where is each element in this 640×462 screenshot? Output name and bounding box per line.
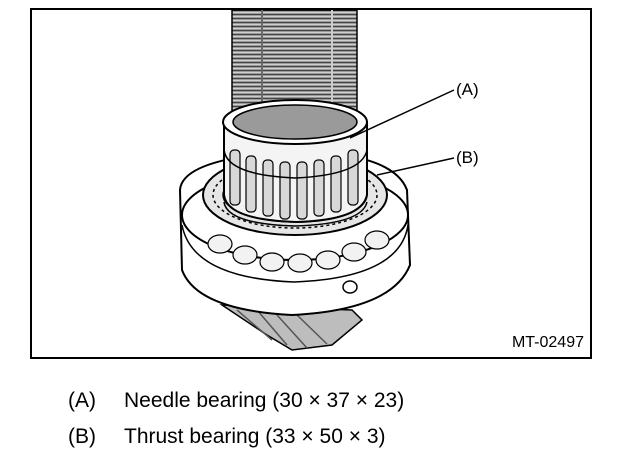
legend-text: Needle bearing (30 × 37 × 23)	[124, 389, 405, 412]
legend-text: Thrust bearing (33 × 50 × 3)	[124, 425, 386, 448]
gear-teeth	[219, 304, 364, 351]
callout-b: (B)	[456, 148, 479, 167]
needle-bearing	[222, 99, 368, 227]
bearing-illustration	[178, 10, 455, 351]
leader-line-a	[349, 89, 455, 139]
figure-id: MT-02497	[511, 334, 584, 351]
legend-key: (B)	[68, 425, 96, 448]
leader-line-b	[376, 157, 455, 176]
callout-a: (A)	[456, 80, 479, 99]
legend-item: (A) Needle bearing (30 × 37 × 23)	[68, 389, 404, 413]
figure-frame: (A) (B) MT-02497	[30, 8, 592, 359]
legend-key: (A)	[68, 389, 96, 412]
legend-item: (B) Thrust bearing (33 × 50 × 3)	[68, 425, 386, 449]
